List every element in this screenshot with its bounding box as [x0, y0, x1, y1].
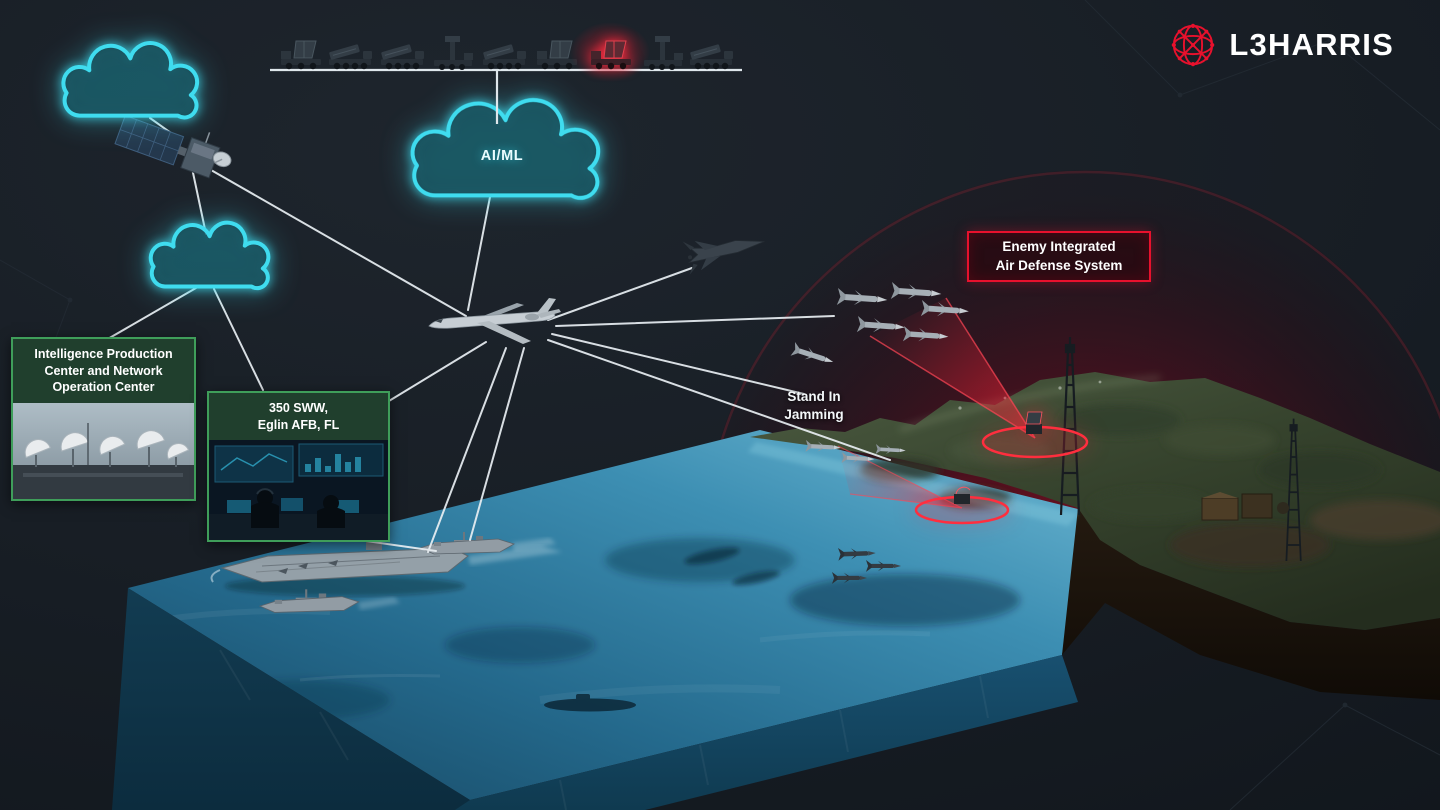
ground-vehicle-icon: [280, 40, 322, 70]
brand-name: L3HARRIS: [1229, 27, 1394, 62]
enemy-iads-callout: Enemy Integrated Air Defense System: [967, 231, 1151, 283]
island-front-face: [1062, 508, 1440, 700]
iads-vehicle-row: [270, 22, 742, 124]
intel-center-photo: [13, 402, 194, 499]
sww-callout: 350 SWW, Eglin AFB, FL: [207, 391, 390, 542]
ground-vehicle-icon: [328, 43, 373, 70]
radar-site-icon-2: [914, 486, 1010, 525]
globe-icon: [1172, 23, 1215, 67]
aircraft-carrier-icon: [210, 530, 562, 596]
ocean-side-faces: [112, 588, 1078, 810]
destroyer-icon: [419, 531, 556, 555]
enemy-buildings: [1201, 492, 1289, 521]
stand-in-jamming-label: Stand In Jamming: [764, 388, 864, 424]
ai-ml-label: AI/ML: [480, 148, 524, 164]
ground-vehicle-icon: [434, 36, 473, 70]
sww-title: 350 SWW, Eglin AFB, FL: [209, 393, 388, 440]
jamming-line2: Jamming: [784, 407, 844, 423]
cloud-icon-2: [148, 220, 271, 291]
ops-center-photo: [209, 440, 388, 540]
destroyer-icon-2: [258, 588, 400, 614]
ew-aircraft-icon: [428, 298, 561, 344]
submarine-icon: [544, 694, 636, 712]
jamming-line1: Stand In: [787, 389, 841, 404]
enemy-line2: Air Defense System: [995, 257, 1123, 273]
targeted-vehicle-icon: [591, 40, 631, 70]
jamming-cone-icon-2: [837, 445, 963, 509]
enemy-line1: Enemy Integrated: [1002, 239, 1116, 254]
ground-vehicle-icon: [482, 43, 527, 70]
enemy-island: [748, 372, 1440, 700]
intel-center-title: Intelligence Production Center and Netwo…: [13, 339, 194, 403]
intel-center-callout: Intelligence Production Center and Netwo…: [11, 337, 196, 501]
radar-site-icon: [981, 411, 1089, 459]
cloud-icon: [63, 43, 197, 117]
ground-vehicle-icon: [689, 43, 734, 70]
fighter-jet-icon: [682, 240, 765, 275]
brand-logo: L3HARRIS: [1170, 22, 1394, 68]
satellite-icon: [114, 114, 232, 179]
ground-vehicle-icon: [380, 43, 425, 70]
aircraft-shadows-on-water: [684, 547, 780, 585]
